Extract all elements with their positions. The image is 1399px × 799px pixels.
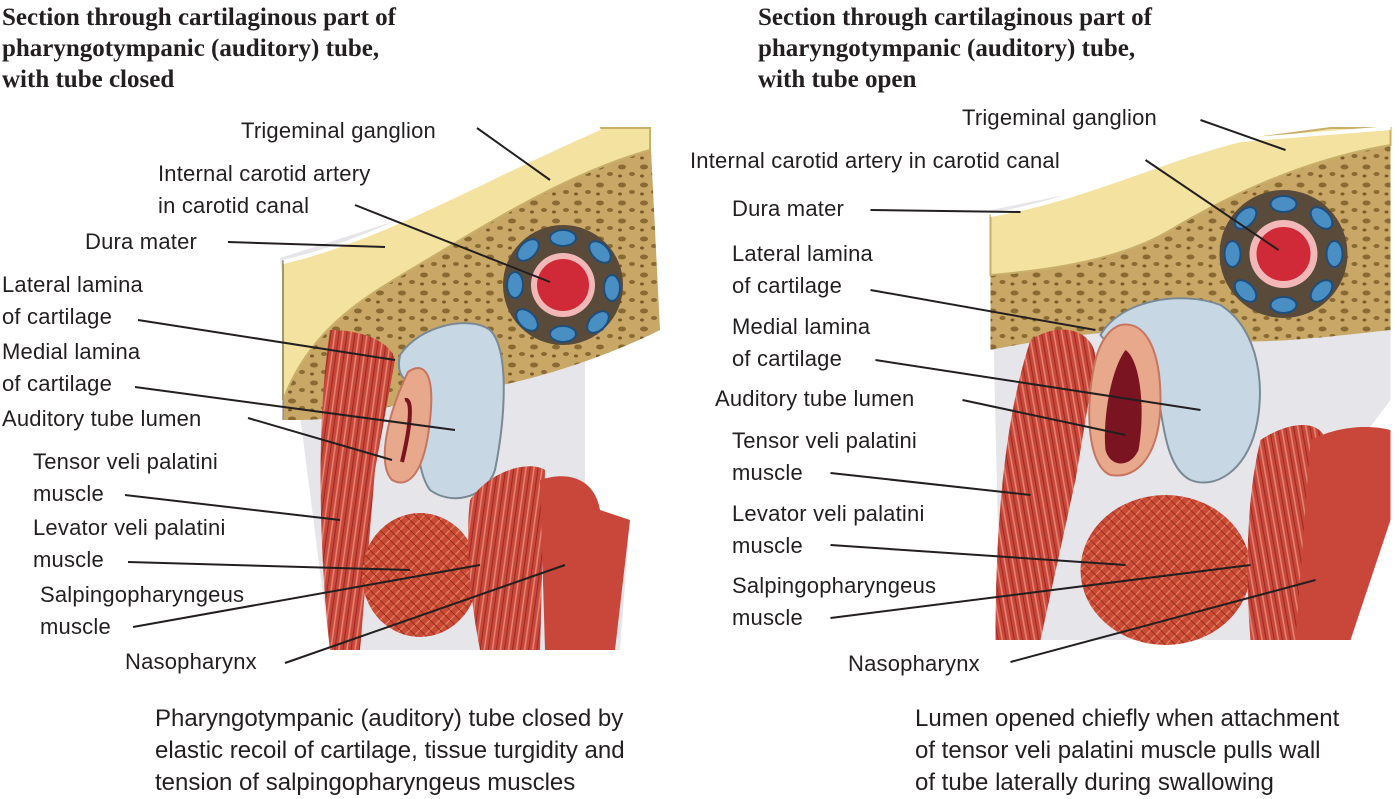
nasopharynx-wall [1295, 427, 1391, 640]
tube-lumen-open [1104, 350, 1142, 464]
dura-line [282, 126, 601, 264]
label-internal-carotid: Internal carotid artery in carotid canal [690, 148, 1060, 173]
panel-title: Section through cartilaginous part of ph… [758, 4, 1152, 93]
label-dura-mater: Dura mater [732, 196, 845, 221]
nasopharynx-wall [540, 476, 630, 650]
label-nasopharynx: Nasopharynx [848, 651, 980, 676]
label-tube-lumen: Auditory tube lumen [2, 406, 202, 431]
label-salpingopharyngeus: Salpingopharyngeus muscle [732, 573, 937, 630]
panel-title: Section through cartilaginous part of ph… [2, 4, 396, 93]
levator-muscle [1080, 495, 1251, 645]
label-tensor-veli-palatini: Tensor veli palatini muscle [33, 449, 218, 506]
label-salpingopharyngeus: Salpingopharyngeus muscle [40, 582, 245, 639]
label-trigeminal-ganglion: Trigeminal ganglion [962, 105, 1157, 130]
venous-plexus [1223, 195, 1344, 314]
label-lateral-lamina: Lateral lamina of cartilage [2, 272, 143, 329]
label-levator-veli-palatini: Levator veli palatini muscle [33, 515, 226, 572]
label-tensor-veli-palatini: Tensor veli palatini muscle [732, 428, 917, 485]
dura-line [990, 126, 1391, 217]
salpingo-muscle [468, 466, 545, 650]
label-internal-carotid: Internal carotid artery in carotid canal [158, 161, 371, 218]
illustration-tube-closed [124, 126, 660, 664]
label-dura-mater: Dura mater [85, 229, 198, 254]
panel-tube-closed: Section through cartilaginous part of ph… [0, 0, 700, 797]
tensor-muscle [995, 329, 1096, 640]
caption: Pharyngotympanic (auditory) tube closed … [155, 705, 625, 796]
panel-tube-open: Section through cartilaginous part of ph… [690, 0, 1399, 797]
label-levator-veli-palatini: Levator veli palatini muscle [732, 501, 925, 558]
label-lateral-lamina: Lateral lamina of cartilage [732, 241, 873, 298]
illustration-tube-open [830, 119, 1392, 663]
venous-plexus [506, 229, 621, 343]
caption: Lumen opened chiefly when attachment of … [915, 705, 1340, 796]
tube-lumen-closed [400, 398, 412, 463]
label-nasopharynx: Nasopharynx [125, 649, 257, 674]
label-tube-lumen: Auditory tube lumen [715, 386, 915, 411]
label-medial-lamina: Medial lamina of cartilage [2, 339, 141, 396]
tensor-muscle [320, 330, 395, 650]
label-trigeminal-ganglion: Trigeminal ganglion [241, 118, 436, 143]
label-medial-lamina: Medial lamina of cartilage [732, 314, 871, 371]
